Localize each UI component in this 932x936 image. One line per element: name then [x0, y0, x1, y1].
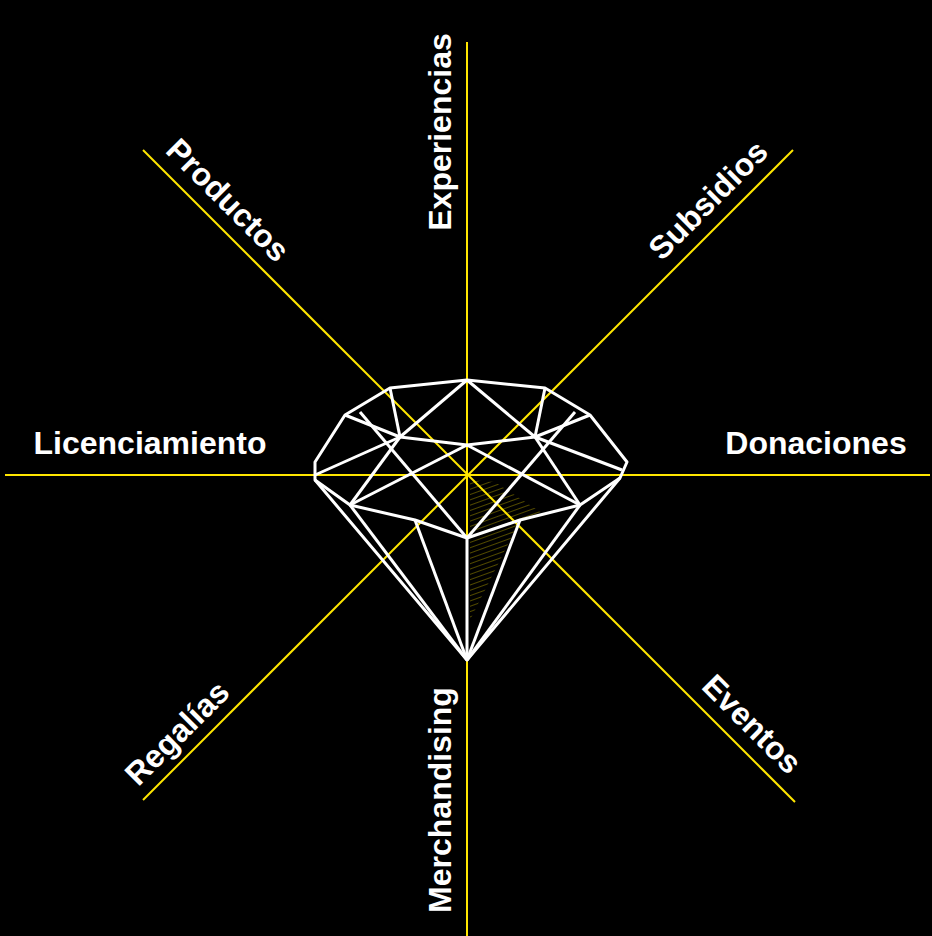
diamond-outline	[315, 380, 627, 660]
diamond-facet	[400, 380, 467, 437]
axis-label: Eventos	[697, 669, 808, 780]
axis-label-holder: Regalías	[119, 675, 235, 791]
diagonal-axis	[143, 150, 795, 802]
vertical-axis	[466, 42, 468, 936]
diamond-facet	[467, 505, 580, 660]
diamond-facet	[467, 445, 580, 505]
diamond-facet	[390, 388, 400, 437]
diamond-facet	[466, 538, 469, 660]
axis-label-holder: Merchandising	[424, 687, 456, 913]
axis-label: Productos	[161, 133, 296, 268]
axis-label-holder: Licenciamiento	[34, 427, 267, 459]
diamond-facet	[350, 505, 467, 660]
axis-label: Licenciamiento	[34, 427, 267, 459]
diamond-wireframe	[315, 380, 627, 660]
diamond-facet	[535, 388, 545, 437]
diamond-facet	[467, 412, 575, 538]
axis-label-holder: Experiencias	[424, 33, 456, 230]
diamond-facet	[535, 437, 580, 505]
diamond-girdle	[315, 478, 620, 538]
axis-label-holder: Subsidios	[643, 135, 774, 266]
diagonal-axis	[143, 150, 793, 800]
diamond-facet	[350, 437, 400, 505]
diamond-table	[345, 415, 590, 445]
axis-label: Regalías	[119, 675, 235, 791]
diamond-facet	[350, 445, 467, 505]
axis-label-holder: Eventos	[697, 669, 808, 780]
axis-label-holder: Productos	[161, 133, 296, 268]
diamond-facet	[415, 520, 467, 660]
axis-label: Subsidios	[643, 135, 774, 266]
axis-label-holder: Donaciones	[725, 427, 906, 459]
axis-label: Donaciones	[725, 427, 906, 459]
axis-label: Experiencias	[424, 33, 456, 230]
diamond-facet	[467, 520, 520, 660]
diamond-facet	[467, 380, 535, 437]
diamond-facet	[360, 412, 467, 538]
axis-lines	[5, 42, 930, 936]
axis-label: Merchandising	[424, 687, 456, 913]
